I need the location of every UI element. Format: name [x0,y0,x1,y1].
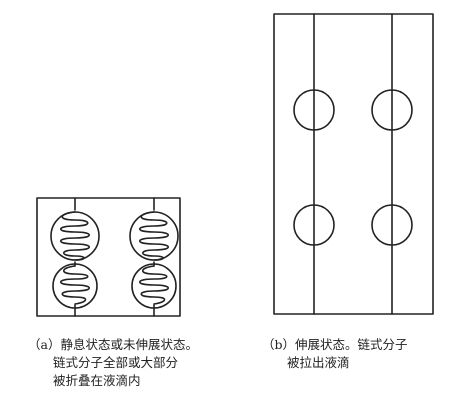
panel-b-caption: （b）伸展状态。链式分子 被拉出液滴 [262,336,408,372]
droplet-empty-bottom-right [371,204,413,246]
panel-b-frame [273,13,434,315]
panel-a-caption-line2: 链式分子全部或大部分 [53,355,179,370]
folded-chain [59,265,91,305]
droplet-folded-top-left [50,211,100,261]
panel-a-caption-line1: （a）静息状态或未伸展状态。 [28,337,198,352]
droplet-folded-bottom-left [52,263,98,309]
droplet-empty-bottom-left [293,204,335,246]
panel-b-caption-line1: （b）伸展状态。链式分子 [262,337,408,352]
panel-a-caption-line3: 被折叠在液滴内 [53,373,141,388]
panel-b-caption-line2: 被拉出液滴 [287,355,350,370]
folded-chain [59,211,91,261]
folded-chain [138,211,170,261]
droplet-folded-bottom-right [131,263,177,309]
panel-b-diagram [273,13,434,315]
droplet-empty-top-left [293,89,335,131]
panel-a-frame [36,197,181,317]
droplet-empty-top-right [371,89,413,131]
folded-chain [138,265,170,305]
droplet-folded-top-right [129,211,179,261]
panel-a-diagram [36,197,181,317]
panel-a-caption: （a）静息状态或未伸展状态。 链式分子全部或大部分 被折叠在液滴内 [28,336,198,390]
